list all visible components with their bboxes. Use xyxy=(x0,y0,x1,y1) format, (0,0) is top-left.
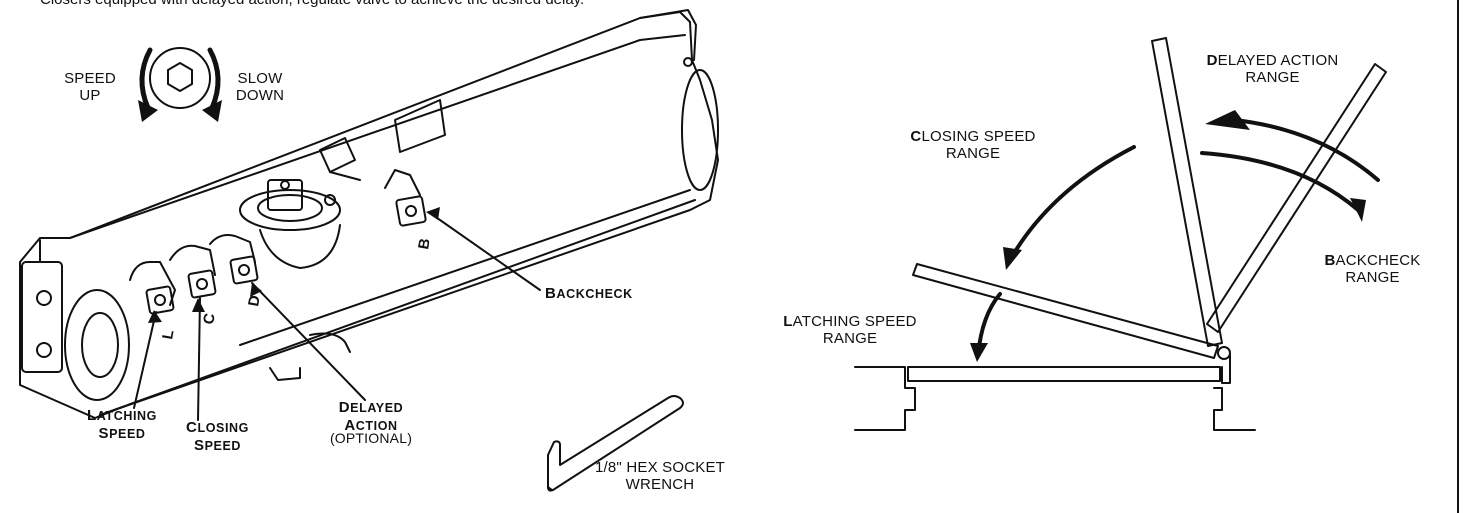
valve-c xyxy=(187,269,217,299)
header-caption: Closers equipped with delayed action, re… xyxy=(40,0,584,8)
delayed-range-arrow xyxy=(1233,118,1380,182)
backcheck-label: BACKCHECK xyxy=(545,285,633,302)
backcheck-range-label: BACKCHECK RANGE xyxy=(1324,252,1421,286)
page-border-right xyxy=(1457,0,1459,513)
optional-label: (OPTIONAL) xyxy=(329,430,413,446)
pinion-base xyxy=(239,189,341,231)
piston-cap xyxy=(64,289,130,401)
slow-down-label: SLOW DOWN xyxy=(235,70,285,104)
closer-body-outline xyxy=(19,11,719,419)
closing-speed-range-label: CLOSING SPEED RANGE xyxy=(910,128,1036,162)
delayed-action-range-label: DELAYED ACTION RANGE xyxy=(1206,52,1339,86)
frame-left xyxy=(854,366,916,431)
slow-down-arrow xyxy=(207,47,221,111)
delayed-action-label: DELAYED ACTION xyxy=(338,399,404,434)
door-closed xyxy=(907,366,1221,382)
valve-letter-c: C xyxy=(200,312,219,326)
adjust-dial xyxy=(149,47,211,109)
end-plate xyxy=(21,261,63,373)
screw-hole-bottom xyxy=(36,342,52,358)
frame-right xyxy=(1213,387,1256,431)
hinge xyxy=(1217,346,1231,360)
closer-top-edge xyxy=(69,34,686,239)
latching-speed-range-label: LATCHING SPEED RANGE xyxy=(783,313,917,347)
hex-wrench xyxy=(547,395,684,492)
valve-b xyxy=(395,195,427,227)
backcheck-leader xyxy=(429,212,541,291)
latching-speed-label: LATCHING SPEED xyxy=(87,407,157,442)
delayed-leader xyxy=(251,282,366,401)
door-latching-pos xyxy=(912,263,1219,359)
valve-letter-b: B xyxy=(415,237,434,251)
screw-hole-top xyxy=(36,290,52,306)
speed-up-arrow xyxy=(139,47,153,111)
valve-letter-l: L xyxy=(159,329,177,341)
valve-l xyxy=(145,285,175,315)
latching-leader xyxy=(133,311,157,409)
door-delayed-pos xyxy=(1151,37,1223,347)
hex-socket xyxy=(167,62,193,92)
backcheck-range-arrow xyxy=(1200,151,1360,212)
valve-letter-d: D xyxy=(245,294,264,308)
closing-leader xyxy=(197,297,201,421)
door-backcheck-pos xyxy=(1206,63,1387,333)
valve-d xyxy=(229,255,259,285)
speed-up-label: SPEED UP xyxy=(64,70,116,104)
wrench-label: 1/8" HEX SOCKET WRENCH xyxy=(594,459,726,493)
closing-speed-label: CLOSING SPEED xyxy=(186,419,249,454)
closing-speed-arrow xyxy=(1008,145,1136,262)
